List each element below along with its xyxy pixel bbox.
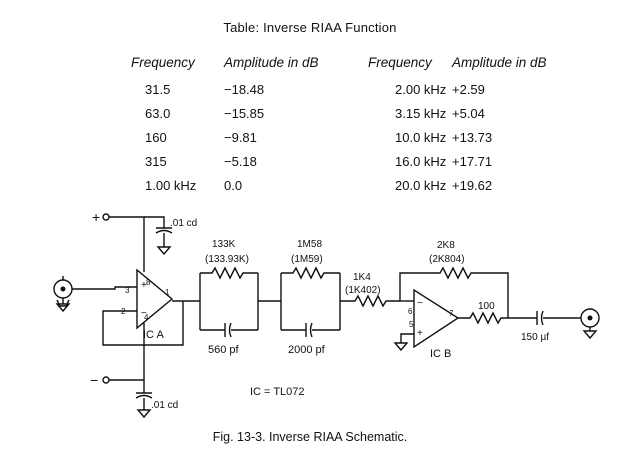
negative-supply: − .01 cd xyxy=(90,372,178,419)
opamp-b: − + 6 5 7 IC B xyxy=(408,288,460,360)
r2-value-label: 1M58 xyxy=(297,239,322,250)
capacitor-c1-icon xyxy=(200,322,258,338)
ground-icon xyxy=(393,342,409,352)
r3-value-label: 1K4 xyxy=(353,272,371,283)
amplitude-cell: −9.81 xyxy=(224,129,257,145)
pin-6-label: 6 xyxy=(408,307,413,316)
resistor-rout-icon xyxy=(458,311,532,325)
table-row: 20.0 kHz +19.62 xyxy=(368,176,547,200)
frequency-header: Frequency xyxy=(368,55,432,70)
frequency-cell: 31.5 xyxy=(145,81,171,97)
c1-value-label: 560 pf xyxy=(208,344,240,356)
table-row: 10.0 kHz +13.73 xyxy=(368,128,547,152)
supply-plus-label: + xyxy=(92,209,100,225)
table-row: 2.00 kHz +2.59 xyxy=(368,80,547,104)
pin-3-label: 3 xyxy=(125,286,130,295)
pin-7-label: 7 xyxy=(449,309,454,318)
table-row: 16.0 kHz +17.71 xyxy=(368,152,547,176)
cap-bottom-label: .01 cd xyxy=(151,400,178,411)
amplitude-cell: 0.0 xyxy=(224,177,243,193)
figure-caption: Fig. 13-3. Inverse RIAA Schematic. xyxy=(212,430,408,444)
frequency-cell: 315 xyxy=(145,153,167,169)
table-row: 63.0 −15.85 xyxy=(131,104,319,128)
amplitude-cell: +17.71 xyxy=(452,153,493,169)
rc-network-2: 1M58 (1M59) 2000 pf xyxy=(280,239,341,356)
frequency-header: Frequency xyxy=(131,55,195,70)
c2-value-label: 2000 pf xyxy=(288,344,326,356)
rc-network-1: 133K (133.93K) 560 pf xyxy=(199,239,259,356)
opamp-a-minus-input: − xyxy=(141,308,147,319)
opamp-a-feedback xyxy=(102,301,184,346)
amplitude-cell: −18.48 xyxy=(224,81,265,97)
table-title: Table: Inverse RIAA Function xyxy=(223,20,397,35)
amplitude-cell: +13.73 xyxy=(452,129,493,145)
resistor-r2-icon xyxy=(281,266,340,280)
rf-exact-label: (2K804) xyxy=(429,254,465,265)
cap-top-label: .01 cd xyxy=(170,218,197,229)
frequency-cell: 160 xyxy=(145,129,167,145)
opamp-a: + − 8 3 2 4 1 IC A xyxy=(121,268,174,341)
table-row: 31.5 −18.48 xyxy=(131,80,319,104)
ic-note: IC = TL072 xyxy=(250,386,305,398)
frequency-cell: 2.00 kHz xyxy=(395,81,447,97)
amplitude-cell: −15.85 xyxy=(224,105,265,121)
supply-minus-label: − xyxy=(90,372,98,388)
opamp-b-label: IC B xyxy=(430,348,451,360)
feedback-resistor: 2K8 (2K804) xyxy=(399,240,509,318)
amplitude-cell: +5.04 xyxy=(452,105,485,121)
input-wire xyxy=(72,286,137,290)
frequency-cell: 10.0 kHz xyxy=(395,129,447,145)
amplitude-cell: +19.62 xyxy=(452,177,493,193)
frequency-cell: 3.15 kHz xyxy=(395,105,447,121)
output-jack-icon xyxy=(580,308,600,340)
opamp-b-ground-wire xyxy=(400,333,414,343)
pin-8-label: 8 xyxy=(146,278,151,287)
table-row: 1.00 kHz 0.0 xyxy=(131,176,319,200)
positive-supply: + .01 cd xyxy=(92,209,197,272)
frequency-cell: 63.0 xyxy=(145,105,171,121)
opamp-a-plus-input: + xyxy=(141,280,147,291)
opamp-b-minus-input: − xyxy=(417,298,423,309)
capacitor-out-icon xyxy=(532,310,578,326)
table-row: 3.15 kHz +5.04 xyxy=(368,104,547,128)
r3-exact-label: (1K402) xyxy=(345,285,381,296)
resistor-r3: 1K4 (1K402) xyxy=(340,272,400,308)
riaa-table-left: Frequency Amplitude in dB 31.5 −18.48 63.… xyxy=(131,55,319,200)
amplitude-cell: +2.59 xyxy=(452,81,485,97)
pin-1-label: 1 xyxy=(165,288,170,297)
frequency-cell: 20.0 kHz xyxy=(395,177,447,193)
resistor-rf-icon xyxy=(399,266,509,318)
frequency-cell: 1.00 kHz xyxy=(145,177,197,193)
r1-exact-label: (133.93K) xyxy=(205,254,249,265)
table-row: 315 −5.18 xyxy=(131,152,319,176)
r1-value-label: 133K xyxy=(212,239,236,250)
pin-5-label: 5 xyxy=(409,320,414,329)
table-row: 160 −9.81 xyxy=(131,128,319,152)
input-jack-icon xyxy=(53,276,73,313)
resistor-r3-icon xyxy=(340,294,400,308)
frequency-cell: 16.0 kHz xyxy=(395,153,447,169)
resistor-r1-icon xyxy=(200,266,258,280)
amplitude-header: Amplitude in dB xyxy=(224,55,319,70)
pin-4-label: 4 xyxy=(144,313,149,322)
rf-value-label: 2K8 xyxy=(437,240,455,251)
c-out-label: 150 µf xyxy=(521,332,549,343)
r-out-label: 100 xyxy=(478,301,495,312)
riaa-table-right: Frequency Amplitude in dB 2.00 kHz+2.59 … xyxy=(368,55,547,200)
r2-exact-label: (1M59) xyxy=(291,254,323,265)
opamp-b-plus-input: + xyxy=(417,328,423,339)
capacitor-c2-icon xyxy=(281,322,340,338)
amplitude-cell: −5.18 xyxy=(224,153,257,169)
amplitude-header: Amplitude in dB xyxy=(452,55,547,70)
opamp-a-label: IC A xyxy=(143,329,164,341)
